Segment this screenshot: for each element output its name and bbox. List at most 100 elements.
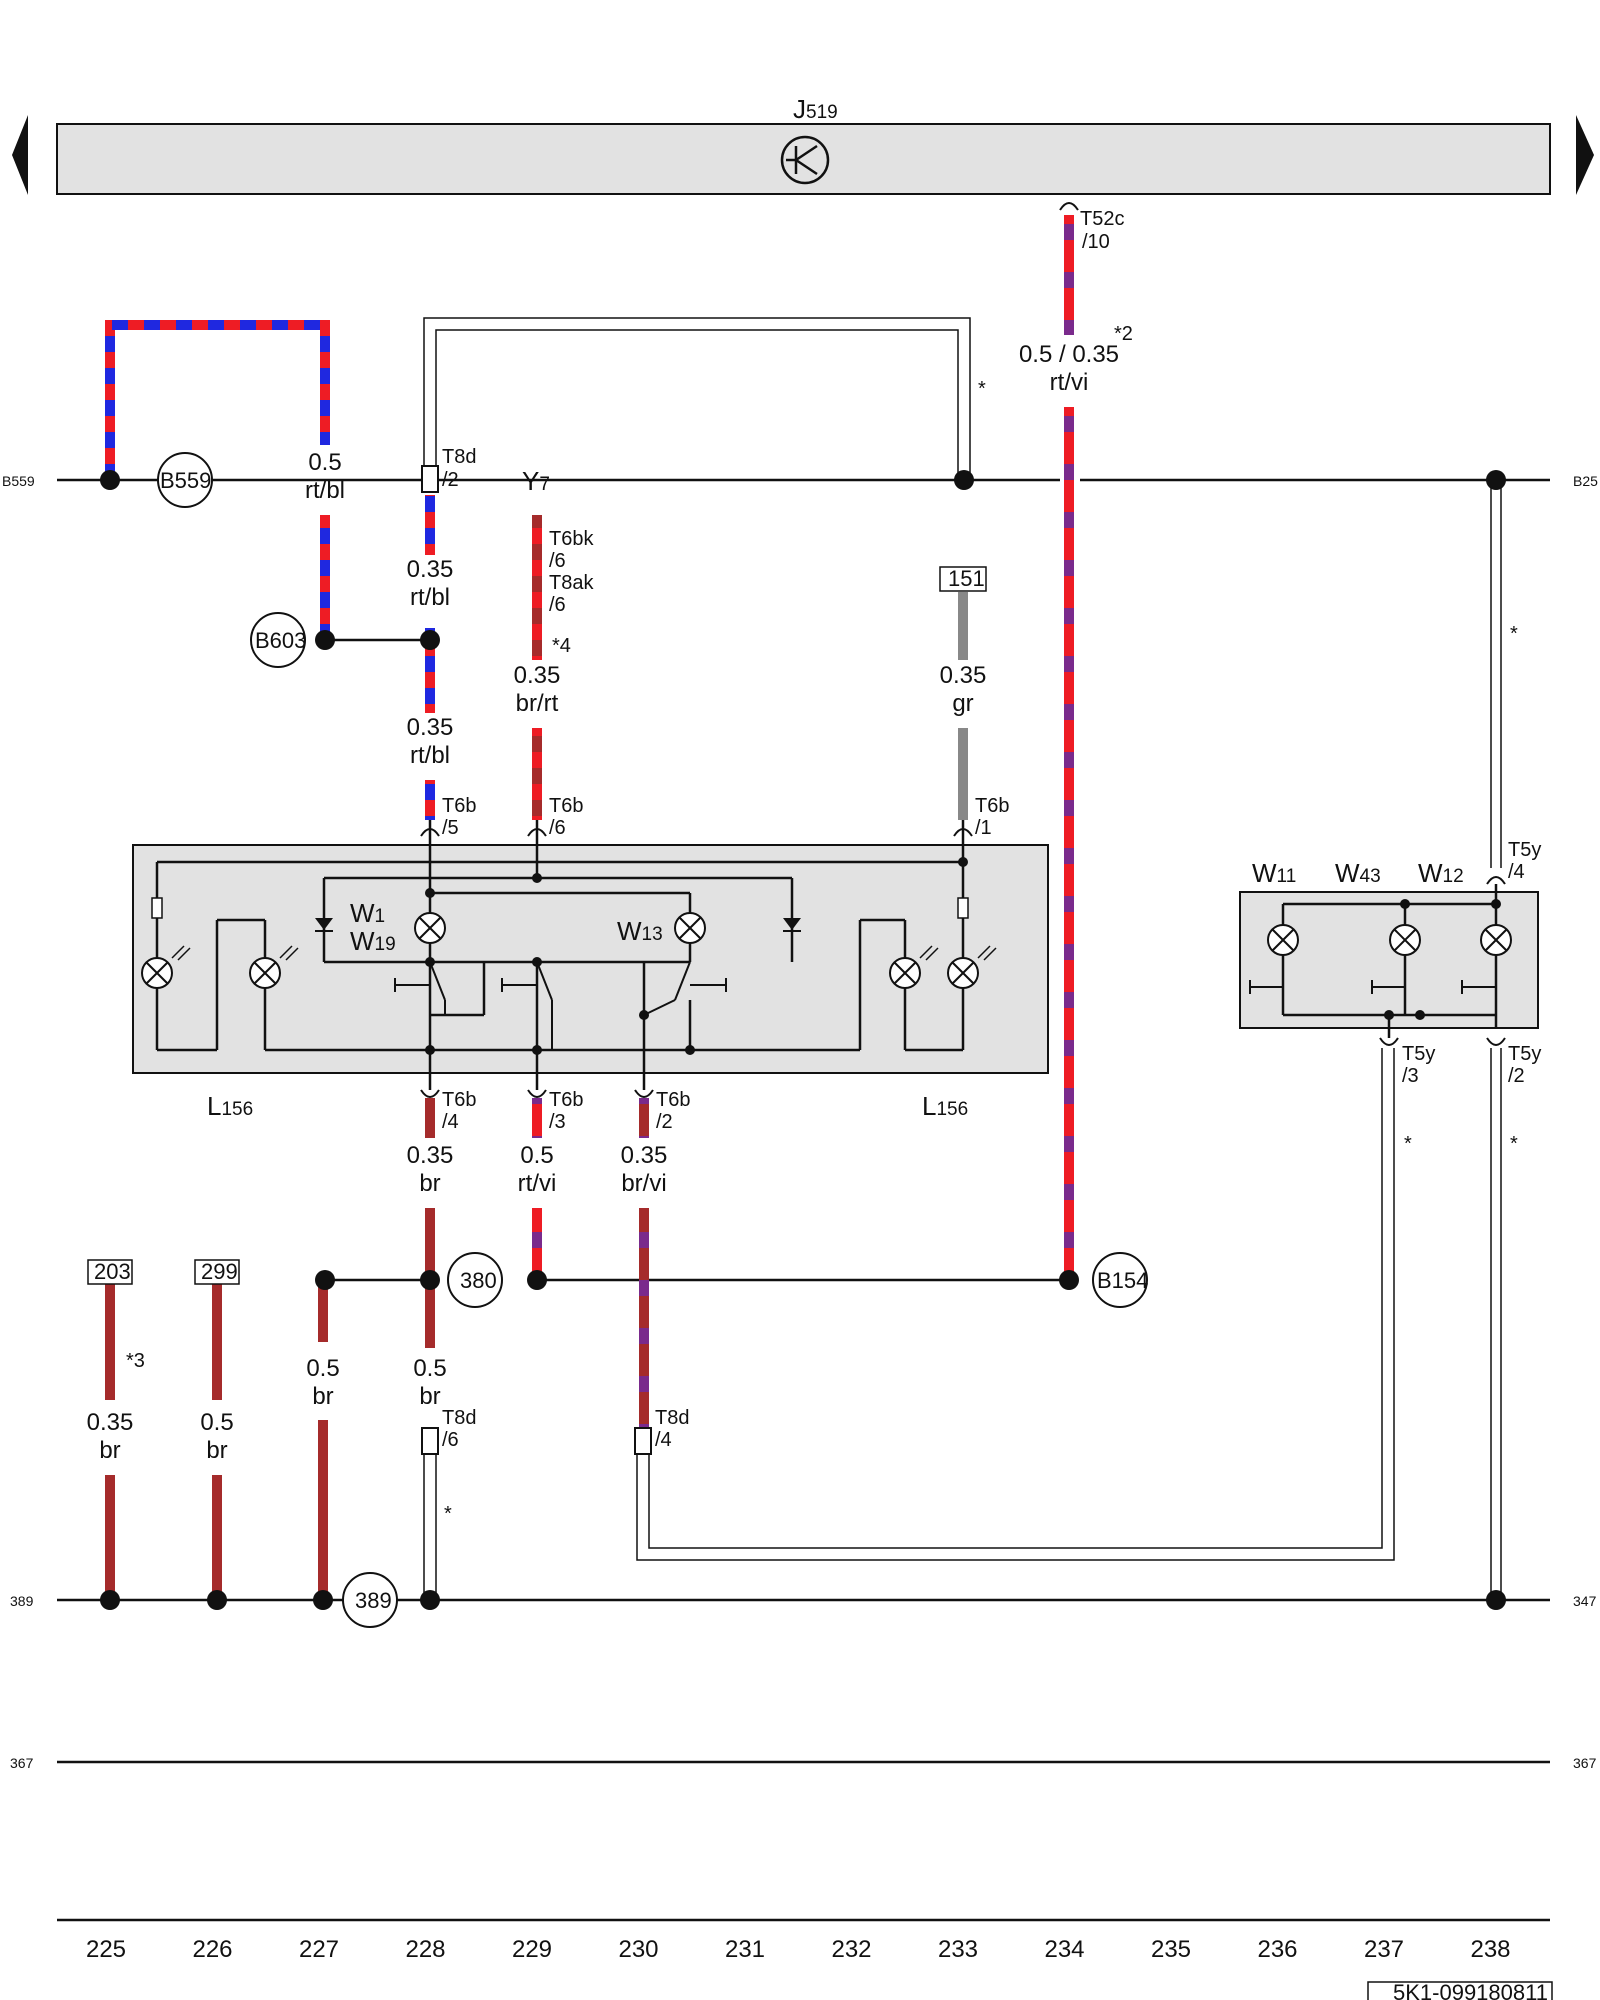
connector-t8d-a-label: T8d [442,446,476,468]
wire-t6b2-a [639,1098,649,1138]
wire-j519-note: *2 [1114,323,1133,345]
connector-t8d-a-pin: /2 [442,469,459,491]
wire-y7-gauge: 0.35 [514,662,561,689]
component-w19-label: W19 [350,926,396,956]
wire-299-color: br [206,1437,227,1464]
wire-t8d2-b [425,628,435,713]
doc-id-label: 5K1-099180811 [1393,1980,1548,2000]
wire-t6b4-gauge: 0.35 [407,1142,454,1169]
asterisk-notes: * * * * * [444,378,1518,1525]
splice-b603 [315,630,335,650]
splice-228-389 [420,1590,440,1610]
left-arrow-icon[interactable] [12,115,28,195]
wire-203-b [105,1475,115,1600]
switch-w12-icon [1461,980,1496,994]
right-arrow-icon[interactable] [1576,115,1594,195]
edge-label-b559-right: B25 [1573,473,1598,489]
optional-wires [423,317,1502,1600]
reference-203-label: 203 [94,1259,131,1284]
connector-t6b2-icon [634,1089,654,1098]
led-left-outer-icon [141,945,191,989]
wire-t6b2-b [639,1208,649,1430]
connector-t6b4-label: T6b [442,1089,476,1111]
wire-b559-loop [105,320,330,480]
wire-227-a [318,1280,328,1342]
connector-t5y4-label: T5y [1508,839,1541,861]
wire-b559-gauge: 0.5 [308,449,341,476]
connector-t8d-c-label: T8d [655,1407,689,1429]
footer-column-234: 234 [1044,1936,1084,1963]
connector-t5y2-label: T5y [1508,1043,1541,1065]
footer-column-231: 231 [725,1936,765,1963]
splice-226-389 [207,1590,227,1610]
wire-t6b2-color: br/vi [621,1170,666,1197]
reference-151-box[interactable] [939,566,987,592]
component-w43-label: W43 [1335,858,1381,888]
ground-point-b154[interactable] [1092,1252,1148,1308]
bulb-w43-icon [1389,924,1421,956]
switch-2-icon [501,961,553,1050]
connector-t5y2-pin: /2 [1508,1065,1525,1087]
wire-j519-b [1064,407,1074,1280]
footer-column-233: 233 [938,1936,978,1963]
splice-b154 [1059,1270,1079,1290]
connector-t52c-pin: /10 [1082,231,1110,253]
component-l156-left-label: L156 [207,1091,253,1121]
reference-boxes: 151 203 299 [87,566,987,1285]
bulb-w1-icon [414,912,446,944]
connector-t6b3-pin: /3 [549,1111,566,1133]
optional-wire-t8d4-outer [636,1048,1395,1561]
wire-t6b3-b [532,1208,542,1280]
footer-column-227: 227 [299,1936,339,1963]
bus-lines [57,478,1550,1922]
ground-point-389[interactable] [342,1572,398,1628]
footer-column-225: 225 [86,1936,126,1963]
connector-t8ak-pin: /6 [549,594,566,616]
connector-t52c-label: T52c [1080,208,1124,230]
connector-t8d-c-pin: /4 [655,1429,672,1451]
wire-151-color: gr [952,690,973,717]
wire-t6b3-a [532,1098,542,1138]
splice-t6b3 [527,1270,547,1290]
module-l156-circuit [155,820,965,1090]
ground-point-380-label: 380 [460,1268,497,1293]
wire-227-gauge: 0.5 [306,1355,339,1382]
wire-y7-b [532,728,542,820]
wire-t6b2-gauge: 0.35 [621,1142,668,1169]
y7-note: *4 [552,635,571,657]
ground-point-b603[interactable] [250,612,306,668]
connector-symbols [420,202,1506,1455]
ground-point-b154-label: B154 [1097,1268,1148,1293]
ground-points: B559 B603 380 B154 389 [100,452,1506,1628]
reference-299-box[interactable] [194,1259,240,1285]
splice-380-left [315,1270,335,1290]
connector-t8d-b-pin: /6 [442,1429,459,1451]
component-w12-label: W12 [1418,858,1464,888]
note-star-237: * [1404,1133,1412,1155]
wire-299-b [212,1475,222,1600]
resistor-right [957,897,969,919]
bulb-w11-icon [1267,924,1299,956]
connector-t5y3-icon [1379,1037,1399,1046]
wire-151-b [958,728,968,820]
ground-point-b559[interactable] [157,452,213,508]
splice-227-389 [313,1590,333,1610]
connector-t8d4-icon [634,1427,652,1455]
connector-t5y3-label: T5y [1402,1043,1435,1065]
reference-203-box[interactable] [87,1259,133,1285]
led-left-inner-icon [249,945,299,989]
wire-t6b3-gauge: 0.5 [520,1142,553,1169]
component-w11-label: W11 [1252,858,1296,888]
connector-t52c-icon [1059,202,1079,211]
wire-299-gauge: 0.5 [200,1409,233,1436]
wire-t8d2-gauge: 0.35 [407,556,454,583]
note-star-233: * [978,378,986,400]
footer-column-226: 226 [192,1936,232,1963]
splice-238 [1486,470,1506,490]
connector-t8ak-label: T8ak [549,572,594,594]
ground-point-380[interactable] [447,1252,503,1308]
optional-wire-t8d4-inner [648,1048,1383,1549]
connector-t5y4-pin: /4 [1508,861,1525,883]
connector-t6bk-label: T6bk [549,528,594,550]
wire-j519-a [1064,215,1074,335]
